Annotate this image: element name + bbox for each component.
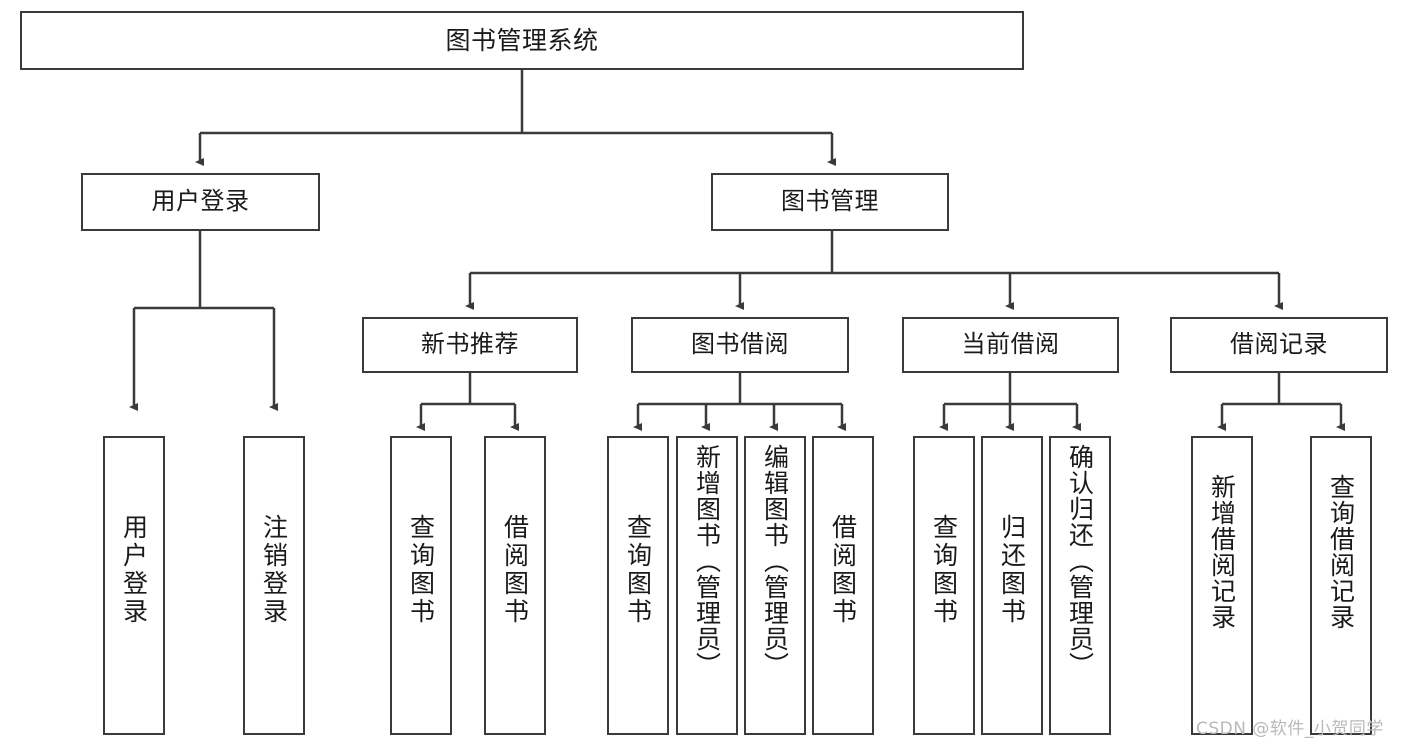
leaf-add-book-label: 新增图书（管理员） bbox=[692, 444, 722, 678]
leaf-borrow-book-2[interactable]: 借阅图书 bbox=[812, 436, 874, 735]
leaf-confirm-return[interactable]: 确认归还（管理员） bbox=[1049, 436, 1111, 735]
leaf-borrow-book-1-label: 借阅图书 bbox=[500, 514, 530, 626]
leaf-return-book-label: 归还图书 bbox=[997, 514, 1027, 626]
node-book-borrow-label: 图书借阅 bbox=[691, 330, 789, 359]
leaf-user-login[interactable]: 用户登录 bbox=[103, 436, 165, 735]
leaf-query-book-1-label: 查询图书 bbox=[406, 514, 436, 626]
node-current-borrow[interactable]: 当前借阅 bbox=[902, 317, 1119, 373]
node-root[interactable]: 图书管理系统 bbox=[20, 11, 1024, 70]
node-book-manage-label: 图书管理 bbox=[781, 187, 879, 216]
leaf-borrow-book-2-label: 借阅图书 bbox=[828, 514, 858, 626]
leaf-add-record-label: 新增借阅记录 bbox=[1207, 474, 1237, 630]
leaf-user-login-label: 用户登录 bbox=[119, 514, 149, 626]
node-user-login-label: 用户登录 bbox=[151, 187, 250, 216]
leaf-add-book[interactable]: 新增图书（管理员） bbox=[676, 436, 738, 735]
csdn-watermark: CSDN @软件_小贺同学 bbox=[1196, 719, 1384, 739]
leaf-query-book-2[interactable]: 查询图书 bbox=[607, 436, 669, 735]
node-borrow-record[interactable]: 借阅记录 bbox=[1170, 317, 1388, 373]
leaf-query-record-label: 查询借阅记录 bbox=[1326, 474, 1356, 630]
leaf-query-book-3[interactable]: 查询图书 bbox=[913, 436, 975, 735]
leaf-add-record[interactable]: 新增借阅记录 bbox=[1191, 436, 1253, 735]
leaf-return-book[interactable]: 归还图书 bbox=[981, 436, 1043, 735]
leaf-query-book-1[interactable]: 查询图书 bbox=[390, 436, 452, 735]
leaf-edit-book-label: 编辑图书（管理员） bbox=[760, 444, 790, 678]
node-user-login[interactable]: 用户登录 bbox=[81, 173, 320, 231]
node-book-borrow[interactable]: 图书借阅 bbox=[631, 317, 849, 373]
node-new-book-rec[interactable]: 新书推荐 bbox=[362, 317, 578, 373]
leaf-confirm-return-label: 确认归还（管理员） bbox=[1065, 444, 1095, 678]
node-new-book-rec-label: 新书推荐 bbox=[421, 330, 519, 359]
leaf-edit-book[interactable]: 编辑图书（管理员） bbox=[744, 436, 806, 735]
leaf-query-record[interactable]: 查询借阅记录 bbox=[1310, 436, 1372, 735]
node-borrow-record-label: 借阅记录 bbox=[1230, 330, 1328, 359]
leaf-query-book-2-label: 查询图书 bbox=[623, 514, 653, 626]
node-root-label: 图书管理系统 bbox=[445, 26, 599, 55]
leaf-logout[interactable]: 注销登录 bbox=[243, 436, 305, 735]
leaf-logout-label: 注销登录 bbox=[259, 514, 289, 626]
node-current-borrow-label: 当前借阅 bbox=[961, 330, 1060, 359]
leaf-query-book-3-label: 查询图书 bbox=[929, 514, 959, 626]
leaf-borrow-book-1[interactable]: 借阅图书 bbox=[484, 436, 546, 735]
node-book-manage[interactable]: 图书管理 bbox=[711, 173, 949, 231]
